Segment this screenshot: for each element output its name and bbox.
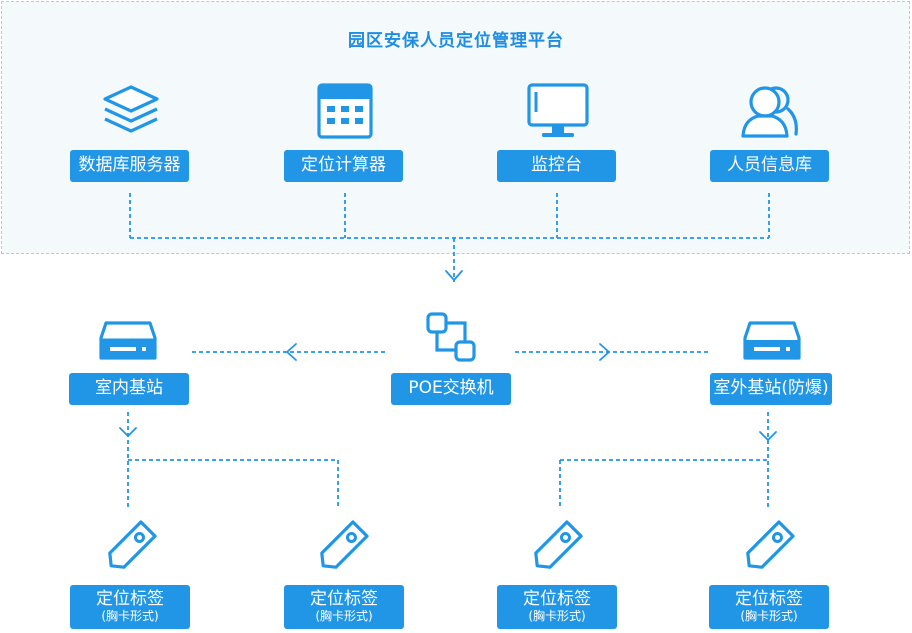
- tag-label-text: 定位标签: [735, 589, 803, 610]
- label-poe-switch: POE交换机: [391, 373, 511, 405]
- indoor-station-icon: [99, 321, 157, 360]
- calc-server-text: 定位计算器: [301, 155, 386, 176]
- tag-icon: [746, 520, 795, 569]
- label-tag-2: 定位标签 (胸卡形式): [284, 585, 404, 629]
- outdoor-station-text: 室外基站(防爆): [713, 378, 829, 399]
- arrow-down-outdoor: [759, 431, 777, 441]
- users-icon: [741, 86, 798, 138]
- label-tag-4: 定位标签 (胸卡形式): [709, 585, 829, 629]
- arrow-right-outdoor: [599, 343, 610, 361]
- label-db-server: 数据库服务器: [70, 150, 189, 182]
- outdoor-station-icon: [743, 321, 801, 360]
- tag-sub-text: (胸卡形式): [528, 608, 586, 623]
- label-outdoor-station: 室外基站(防爆): [710, 373, 832, 405]
- arrow-left-indoor: [286, 343, 297, 361]
- label-monitor: 监控台: [497, 150, 616, 182]
- indoor-station-text: 室内基站: [95, 378, 163, 399]
- tag-sub-text: (胸卡形式): [740, 608, 798, 623]
- switch-icon: [426, 312, 476, 362]
- label-calc-server: 定位计算器: [284, 150, 403, 182]
- tag-sub-text: (胸卡形式): [101, 608, 159, 623]
- calculator-icon: [317, 83, 373, 139]
- tag-label-text: 定位标签: [523, 589, 591, 610]
- layers-icon: [103, 85, 159, 133]
- tag-label-text: 定位标签: [310, 589, 378, 610]
- label-tag-3: 定位标签 (胸卡形式): [497, 585, 617, 629]
- poe-switch-text: POE交换机: [408, 378, 494, 399]
- db-server-text: 数据库服务器: [78, 155, 181, 176]
- tag-icon: [108, 520, 157, 569]
- tag-label-text: 定位标签: [96, 589, 164, 610]
- tag-icon: [320, 520, 369, 569]
- monitor-icon: [527, 83, 589, 137]
- diagram-title: 园区安保人员定位管理平台: [348, 31, 564, 51]
- personnel-db-text: 人员信息库: [727, 155, 812, 176]
- tag-sub-text: (胸卡形式): [315, 608, 373, 623]
- monitor-text: 监控台: [531, 155, 582, 176]
- label-indoor-station: 室内基站: [69, 373, 189, 405]
- label-tag-1: 定位标签 (胸卡形式): [70, 585, 190, 629]
- label-personnel-db: 人员信息库: [710, 150, 829, 182]
- tag-icon: [534, 520, 583, 569]
- arrow-down-indoor: [119, 427, 137, 437]
- arrow-down-switch: [445, 270, 463, 281]
